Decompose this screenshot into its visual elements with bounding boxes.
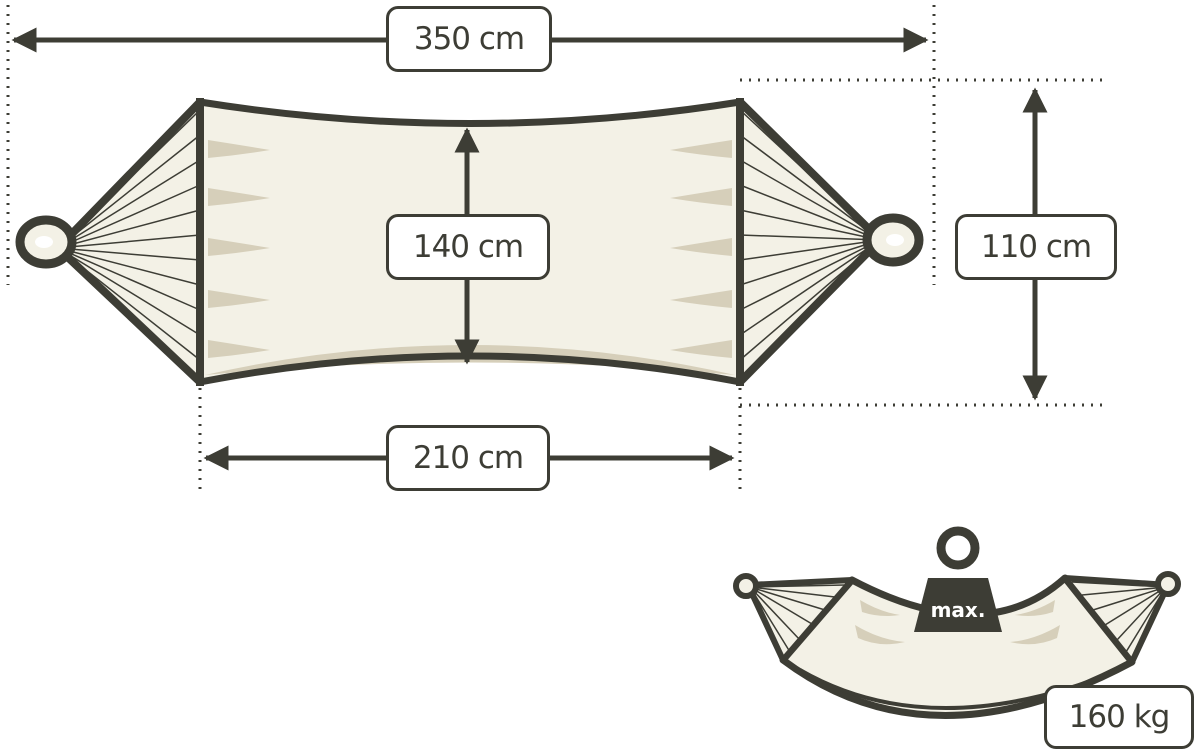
side-right-ring: [1155, 571, 1181, 597]
fabric-folds: [208, 140, 732, 358]
bed-width-label: 140 cm: [386, 214, 550, 280]
bed-length-label: 210 cm: [386, 425, 550, 491]
dotted-guides: [6, 5, 1105, 490]
side-left-cords: [745, 577, 855, 663]
side-right-cords: [1062, 575, 1171, 665]
max-load-label: 160 kg: [1044, 685, 1194, 749]
right-cords: [739, 109, 881, 361]
weight-body: [914, 578, 1002, 632]
total-length-label: 350 cm: [386, 6, 552, 72]
hanging-height-label: 110 cm: [955, 214, 1117, 280]
side-left-ring: [733, 573, 759, 599]
left-cords: [57, 109, 201, 361]
right-cord-triangle: [736, 98, 884, 386]
weight-handle: [936, 526, 980, 570]
weight-label: max.: [931, 598, 986, 622]
